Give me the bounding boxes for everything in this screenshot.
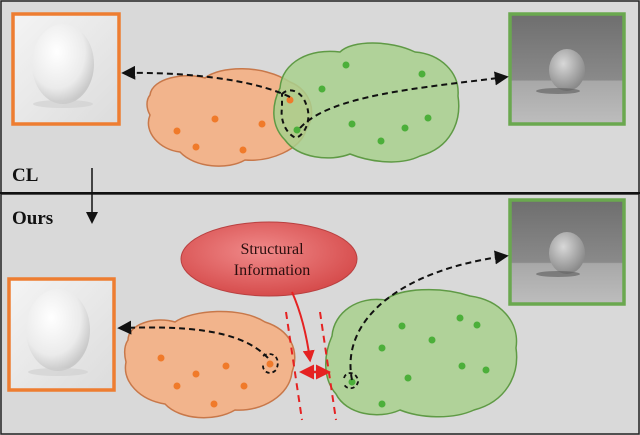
orange-cluster-bottom — [123, 310, 296, 419]
green-points-top — [293, 61, 432, 145]
orange-points-top — [173, 96, 294, 154]
green-points-bottom — [348, 314, 490, 408]
arrow-to-bright-bottom — [117, 320, 269, 359]
egg-photo-bright-top — [11, 12, 121, 126]
arrow-to-dark-bottom — [349, 250, 509, 381]
anchor-loop-orange — [262, 353, 279, 374]
orange-points-bottom — [157, 354, 274, 408]
structural-information-callout: Structural Information — [180, 221, 358, 297]
callout-line2: Information — [234, 262, 310, 279]
callout-pointer — [291, 291, 315, 363]
green-cluster-bottom — [325, 288, 518, 418]
egg-photo-bright-bottom — [7, 277, 116, 392]
green-cluster-top — [273, 42, 460, 163]
callout-line1: Structural — [240, 241, 304, 258]
gap-boundaries — [285, 311, 337, 421]
label-ours: Ours — [12, 208, 53, 229]
egg-photo-dark-top — [508, 12, 626, 126]
transition-arrow — [86, 168, 98, 224]
arrow-to-dark-top — [299, 71, 509, 129]
label-cl: CL — [12, 165, 38, 186]
egg-photo-dark-bottom — [508, 198, 626, 306]
overlap-region-top — [280, 89, 310, 140]
anchor-loop-green — [343, 372, 359, 390]
